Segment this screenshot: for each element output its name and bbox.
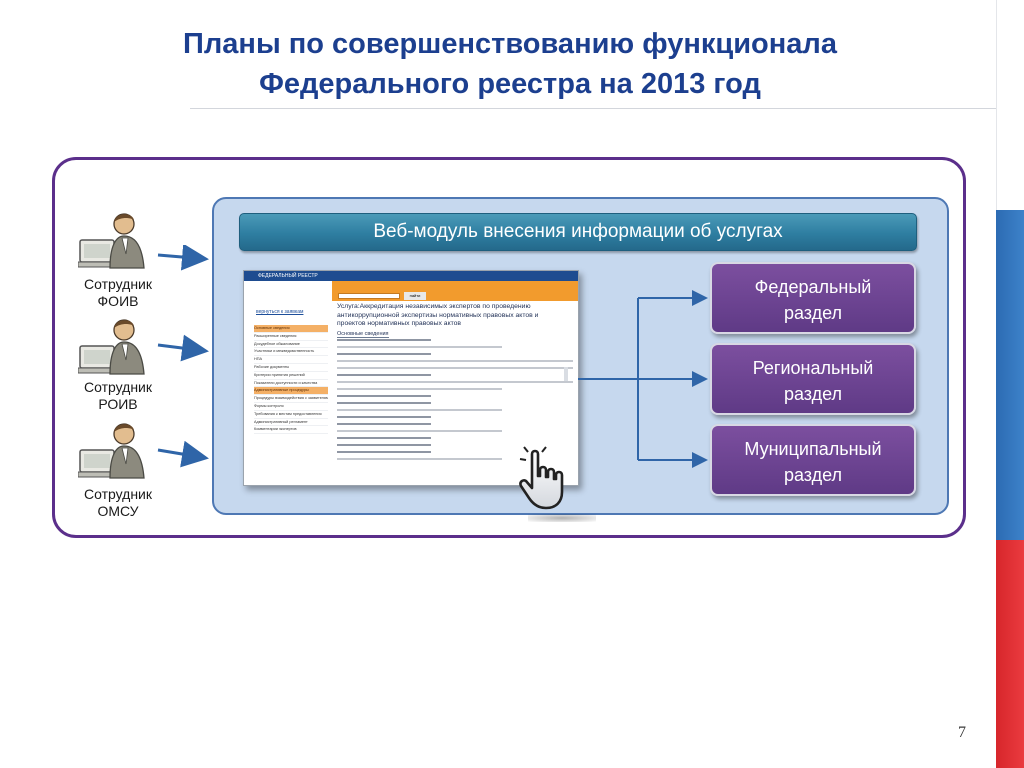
slide-title: Планы по совершенствованию функционала Ф…	[100, 24, 920, 104]
flag-red	[996, 540, 1024, 768]
employee-label-roiv: Сотрудник РОИВ	[83, 379, 152, 412]
regional-section-box: Региональный раздел	[710, 343, 916, 415]
screenshot-menu-item: Основные сведения	[254, 325, 328, 333]
title-line-2: Федерального реестра на 2013 год	[259, 68, 761, 100]
flag-blue	[996, 210, 1024, 540]
page-number: 7	[958, 724, 966, 741]
web-module-header: Веб-модуль внесения информации об услуга…	[239, 213, 917, 251]
regional-section-line-2: раздел	[783, 384, 843, 404]
federal-section-line-1: Федеральный	[754, 277, 872, 297]
screenshot-logo: ФЕДЕРАЛЬНЫЙ РЕЕСТР	[258, 273, 318, 279]
section-connectors	[578, 290, 708, 468]
screenshot-menu-item: Процедуры взаимодействия с заявителями	[254, 395, 328, 403]
screenshot-content-lines	[337, 339, 573, 465]
person-at-computer-icon	[78, 319, 145, 375]
screenshot-menu-item: Участники и межведомственность	[254, 348, 328, 357]
screenshot-back-link: вернуться к заявкам	[256, 309, 304, 315]
title-line-1: Планы по совершенствованию функционала	[183, 28, 837, 60]
screenshot-menu-item: Комментарии экспертов	[254, 426, 328, 435]
screenshot-menu-item: Требования к местам предоставления	[254, 411, 328, 419]
screenshot-scrollbar	[564, 367, 568, 381]
module-screenshot: ФЕДЕРАЛЬНЫЙ РЕЕСТР найти вернуться к зая…	[243, 270, 579, 486]
person-at-computer-icon	[78, 423, 145, 479]
flag-stripe	[996, 0, 1024, 768]
pointer-shadow	[528, 514, 596, 522]
screenshot-menu: Основные сведения Расширенные сведения Д…	[254, 325, 328, 435]
screenshot-menu-item: НПА	[254, 356, 328, 364]
regional-section-line-1: Региональный	[752, 358, 874, 378]
screenshot-menu-item: Расширенные сведения	[254, 333, 328, 341]
federal-section-box: Федеральный раздел	[710, 262, 916, 334]
flag-white	[996, 0, 1024, 210]
screenshot-search-input	[338, 293, 400, 299]
municipal-section-box: Муниципальный раздел	[710, 424, 916, 496]
employee-label-foiv: Сотрудник ФОИВ	[83, 276, 152, 309]
screenshot-menu-item: Досудебное обжалование	[254, 341, 328, 349]
pointing-hand-icon	[519, 446, 564, 510]
screenshot-menu-item: Рабочие документы	[254, 364, 328, 372]
municipal-section-line-1: Муниципальный	[744, 439, 882, 459]
screenshot-menu-item: Показатели доступности и качества	[254, 380, 328, 388]
title-divider	[190, 108, 996, 109]
screenshot-topbar: ФЕДЕРАЛЬНЫЙ РЕЕСТР	[244, 271, 578, 281]
screenshot-subheading: Основные сведения	[337, 331, 389, 338]
screenshot-menu-item: Административный регламент	[254, 419, 328, 427]
screenshot-find-button: найти	[404, 292, 426, 300]
screenshot-menu-item: Административные процедуры	[254, 387, 328, 396]
screenshot-menu-item: Критерии принятия решений	[254, 372, 328, 380]
municipal-section-line-2: раздел	[783, 465, 843, 485]
federal-section-line-2: раздел	[783, 303, 843, 323]
employee-label-omsu: Сотрудник ОМСУ	[83, 486, 152, 519]
person-at-computer-icon	[78, 213, 145, 269]
screenshot-heading: Услуга:Аккредитация независимых эксперто…	[337, 303, 539, 327]
screenshot-menu-item: Формы контроля	[254, 403, 328, 411]
employee-arrows	[157, 245, 209, 468]
